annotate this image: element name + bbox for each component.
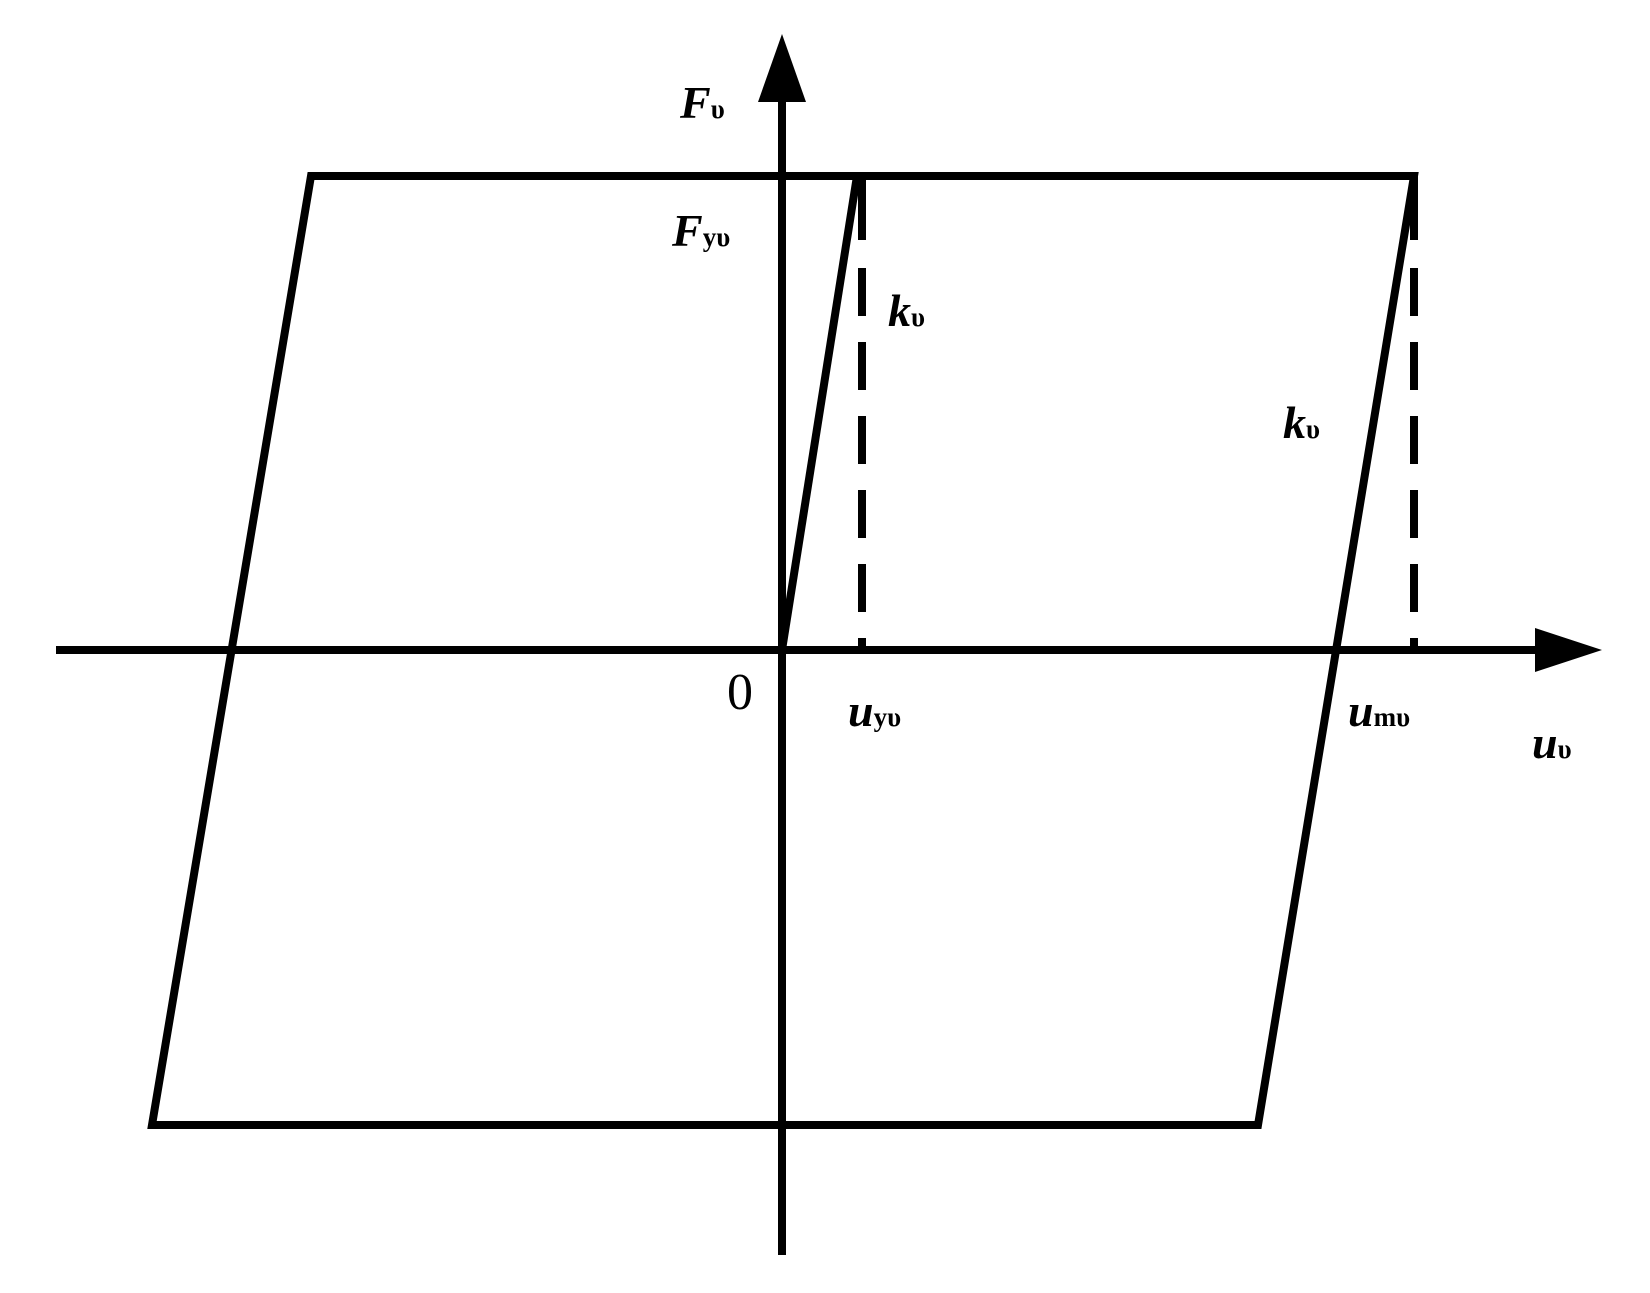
- f-axis-label-main: F: [680, 77, 711, 128]
- k-left-label-sub: υ: [911, 302, 926, 332]
- u-yield-label-main: u: [848, 685, 874, 736]
- u-yield-label: uyυ: [848, 688, 901, 734]
- f-yield-label-sub: yυ: [702, 222, 731, 252]
- f-axis-label: Fυ: [680, 80, 725, 126]
- f-axis-label-sub: υ: [710, 94, 725, 124]
- hysteresis-loop: [147, 172, 1419, 1129]
- k-right-label-sub: υ: [1306, 414, 1321, 444]
- u-max-label-main: u: [1348, 685, 1374, 736]
- u-axis-label: uυ: [1532, 720, 1572, 766]
- u-yield-label-sub: yυ: [873, 702, 902, 732]
- origin-label: 0: [727, 664, 753, 721]
- f-yield-label-main: F: [672, 205, 703, 256]
- initial-loading-line: [778, 175, 861, 651]
- k-right-label: kυ: [1283, 400, 1320, 446]
- f-yield-label: Fyυ: [672, 208, 730, 254]
- u-axis-label-main: u: [1532, 717, 1558, 768]
- u-axis-arrowhead: [1535, 628, 1602, 672]
- k-left-label-main: k: [888, 285, 911, 336]
- u-max-label-sub: mυ: [1373, 702, 1411, 732]
- u-axis-label-sub: υ: [1557, 734, 1572, 764]
- k-left-label: kυ: [888, 288, 925, 334]
- k-right-label-main: k: [1283, 397, 1306, 448]
- u-max-label: umυ: [1348, 688, 1410, 734]
- f-axis-arrowhead: [758, 34, 806, 102]
